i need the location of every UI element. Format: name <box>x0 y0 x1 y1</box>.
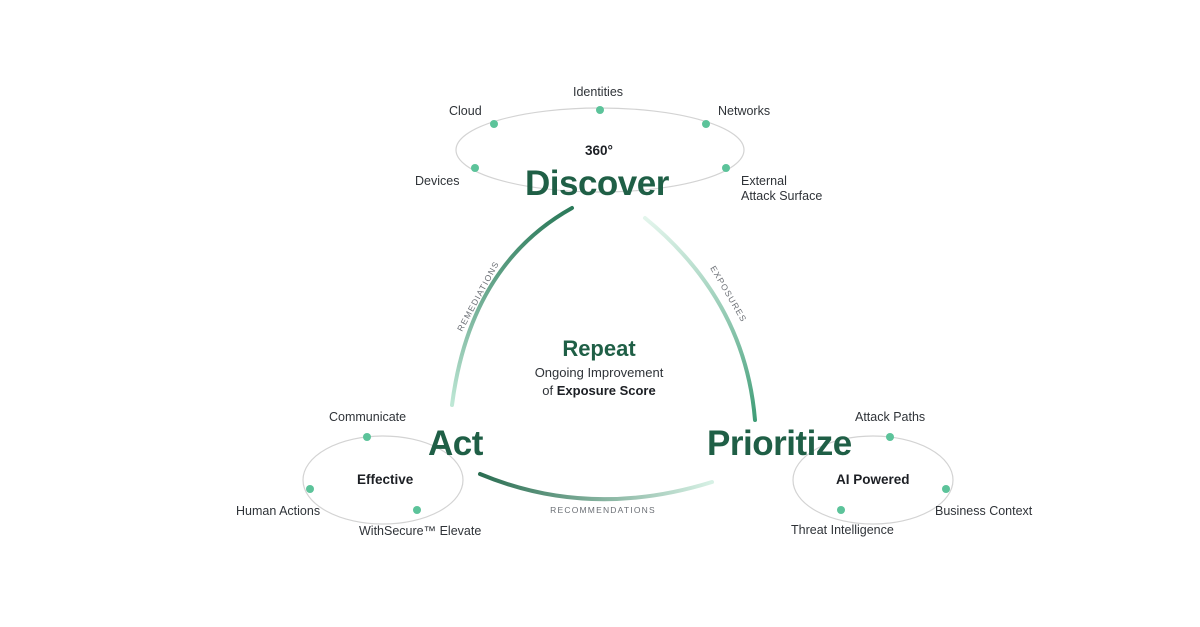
remediations-label: REMEDIATIONS <box>455 259 501 333</box>
prioritize-qualifier: AI Powered <box>836 472 910 487</box>
communicate-label: Communicate <box>329 410 407 424</box>
external-label: External <box>741 174 787 188</box>
recommendations-label: RECOMMENDATIONS <box>550 505 656 515</box>
cloud-label: Cloud <box>449 104 482 118</box>
act-qualifier: Effective <box>357 472 414 487</box>
threat-intelligence-label: Threat Intelligence <box>791 523 894 537</box>
discover-qualifier: 360° <box>585 143 613 158</box>
devices-dot <box>471 164 479 172</box>
prioritize-title: Prioritize <box>707 424 852 463</box>
identities-label: Identities <box>573 85 624 99</box>
business-context-dot <box>942 485 950 493</box>
withsecure-elevate-dot <box>413 506 421 514</box>
repeat-line-2: of Exposure Score <box>499 383 699 398</box>
repeat-line-2-prefix: of <box>542 383 557 398</box>
remediations-arc <box>450 206 574 407</box>
networks-dot <box>702 120 710 128</box>
prioritize-orbit <box>792 435 954 525</box>
act-orbit <box>302 435 464 525</box>
exposure-score-text: Exposure Score <box>556 383 656 398</box>
discover-title: Discover <box>525 164 669 203</box>
networks-label: Networks <box>718 104 771 118</box>
human-actions-dot <box>306 485 314 493</box>
exposures-arc <box>643 216 757 422</box>
communicate-dot <box>363 433 371 441</box>
threat-intelligence-dot <box>837 506 845 514</box>
cloud-dot <box>490 120 498 128</box>
devices-label: Devices <box>415 174 460 188</box>
external-attack-surface-dot <box>722 164 730 172</box>
attack-surface-label: Attack Surface <box>741 189 823 203</box>
repeat-line-1: Ongoing Improvement <box>534 365 664 380</box>
human-actions-label: Human Actions <box>236 504 321 518</box>
attack-paths-dot <box>886 433 894 441</box>
recommendations-arc <box>478 472 714 502</box>
act-title: Act <box>428 424 483 463</box>
attack-paths-label: Attack Paths <box>855 410 926 424</box>
business-context-label: Business Context <box>935 504 1033 518</box>
withsecure-elevate-label: WithSecure™ Elevate <box>359 524 482 538</box>
repeat-title: Repeat <box>562 336 636 361</box>
identities-dot <box>596 106 604 114</box>
